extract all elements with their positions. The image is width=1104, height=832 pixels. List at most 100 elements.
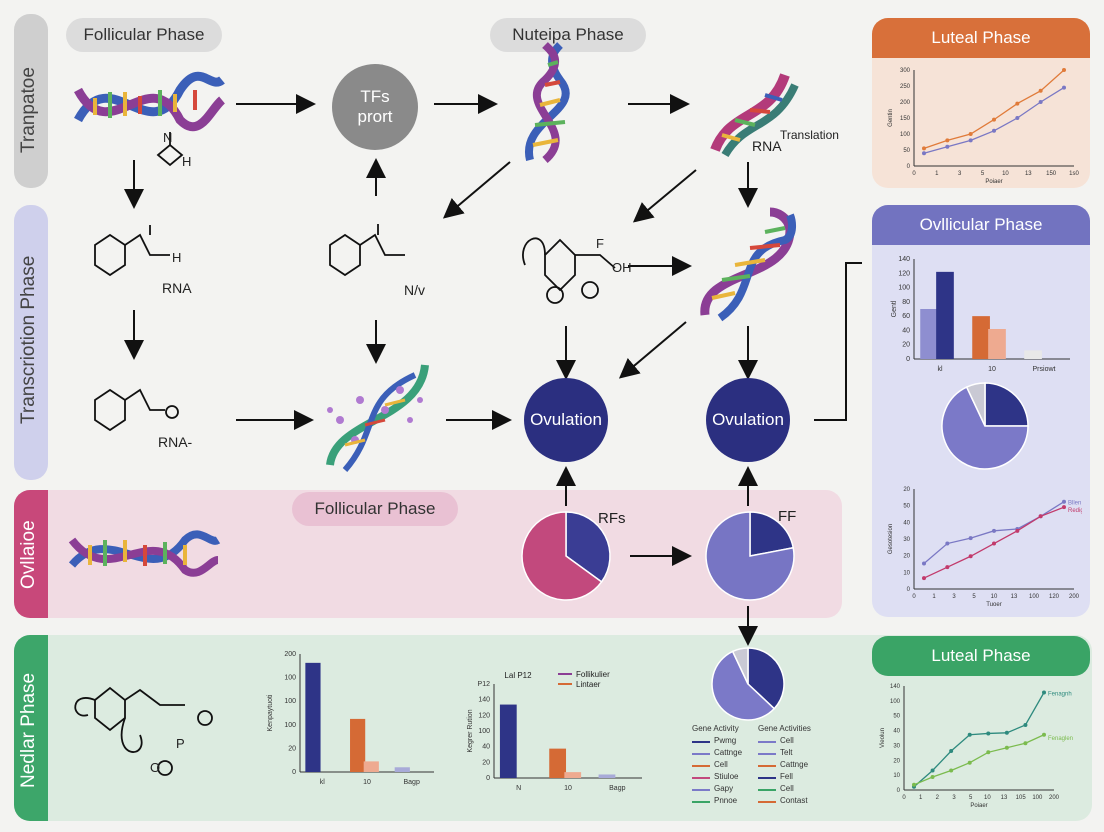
x-tick-label: Prsiowt (1033, 366, 1056, 373)
y-tick-label: 50 (903, 148, 910, 154)
pie-slice (941, 386, 1029, 470)
y-tick-label: 100 (900, 132, 911, 138)
data-point (1062, 68, 1066, 72)
data-point (1004, 730, 1009, 735)
y-tick-label: 250 (900, 84, 911, 90)
series-label: Redighila (1068, 508, 1082, 514)
data-point (1042, 690, 1046, 695)
pie-slice (749, 511, 795, 557)
bar (394, 767, 410, 772)
dna-helix-icon (710, 73, 799, 158)
pie-slice (705, 511, 795, 601)
molecule-label: OH (612, 260, 632, 275)
data-point (992, 117, 996, 122)
band-top (14, 14, 48, 188)
y-tick-label: 20 (482, 759, 490, 766)
legend-label: Pwmg (714, 736, 737, 745)
x-tick-label: 1s0 (1069, 171, 1079, 177)
y-axis-label: Kenpaytuoti (267, 694, 274, 731)
legend-label: Fell (780, 772, 793, 781)
pill-nuteipa: Nuteipa Phase (490, 18, 646, 52)
y-tick-label: 10 (903, 570, 910, 576)
molecule-label: O (150, 760, 161, 775)
x-tick-label: 13 (1001, 795, 1008, 801)
legend-row: Stiuloe Fell (692, 772, 822, 783)
data-point (1004, 745, 1009, 750)
data-point (922, 151, 926, 156)
data-point (930, 775, 935, 779)
data-point (1023, 723, 1028, 727)
data-point (945, 144, 950, 149)
data-point (968, 138, 973, 143)
x-tick-label: 5 (969, 795, 973, 801)
data-point (1015, 101, 1020, 106)
y-tick-label: 20 (903, 554, 910, 560)
molecule-label: N (163, 130, 173, 145)
data-point (992, 128, 996, 133)
y-tick-label: 20 (902, 342, 910, 349)
x-tick-label: 10 (988, 366, 996, 373)
series-label: Fenaglen (1048, 736, 1073, 742)
data-point (949, 768, 954, 773)
legend-col2-title: Gene Activities (758, 724, 811, 733)
x-tick-label: 5 (981, 171, 985, 177)
tfs-node[interactable]: TFs prort (332, 64, 418, 150)
data-point (1038, 514, 1043, 519)
x-tick-label: 2 (936, 795, 940, 801)
x-tick-label: Bagp (609, 785, 625, 792)
series-line (923, 69, 1065, 150)
x-tick-label: 10 (363, 779, 371, 786)
data-point (949, 749, 954, 753)
data-point (922, 576, 926, 581)
ovulation-node-1[interactable]: Ovulation (524, 378, 608, 462)
x-tick-label: kl (320, 779, 326, 786)
bar (972, 316, 990, 359)
molecule-label: F (596, 236, 604, 251)
y-tick-label: P12 (478, 681, 491, 688)
y-tick-label: 40 (903, 520, 910, 526)
y-tick-label: 150 (900, 116, 911, 122)
data-point (992, 541, 996, 546)
pill-follicular-pink: Follicular Phase (292, 492, 458, 526)
data-point (1062, 85, 1066, 90)
ovulation-node-2[interactable]: Ovulation (706, 378, 790, 462)
bar (549, 748, 567, 778)
y-tick-label: 30 (893, 743, 900, 749)
y-tick-label: 140 (478, 697, 490, 704)
legend-label: Contast (780, 796, 808, 805)
ovulation-node-label: Ovulation (530, 410, 602, 429)
x-axis-label: Poiaer (970, 803, 987, 809)
luteal-phase-bottom-title: Luteal Phase (872, 636, 1090, 676)
series-label: Fenagnh (1048, 692, 1072, 698)
luteal-phase-top-title: Luteal Phase (872, 18, 1090, 58)
bar (305, 662, 321, 772)
legend-col1-title: Gene Activity (692, 724, 739, 733)
data-point (967, 760, 972, 765)
ovllicular-phase-title: Ovllicular Phase (872, 205, 1090, 245)
y-tick-label: 60 (902, 313, 910, 320)
legend-label: Cell (780, 784, 794, 793)
x-tick-label: Bagp (403, 779, 419, 786)
ovulation-node-label: Ovulation (712, 410, 784, 429)
x-tick-label: 3 (952, 594, 956, 600)
pie-slice (965, 382, 986, 427)
x-tick-label: 10 (564, 785, 572, 792)
x-tick-label: 0 (902, 795, 906, 801)
x-tick-label: 5 (972, 594, 976, 600)
x-tick-label: 13 (1011, 594, 1018, 600)
y-tick-label: 120 (898, 270, 910, 277)
dna-helix-icon (326, 364, 429, 472)
bar (988, 329, 1006, 359)
y-tick-label: 20 (893, 758, 900, 764)
legend-label: Telt (780, 748, 793, 757)
y-tick-label: 50 (903, 504, 910, 510)
y-tick-label: 100 (898, 285, 910, 292)
y-tick-label: 20 (903, 487, 910, 493)
data-point (986, 731, 991, 736)
legend-row: Cell Cattnge (692, 760, 822, 771)
molecule-icon (74, 132, 616, 776)
y-tick-label: 40 (902, 327, 910, 334)
